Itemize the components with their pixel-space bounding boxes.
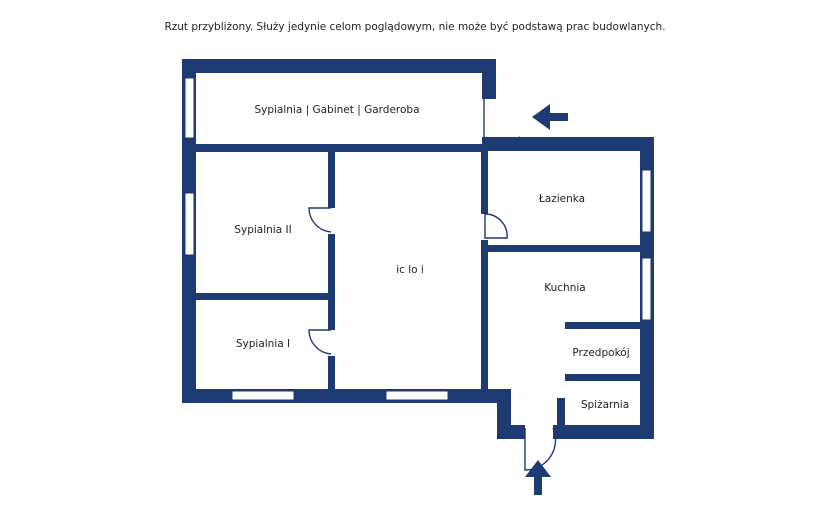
- wall-living-right-a: [481, 150, 488, 214]
- doors: [308, 99, 557, 471]
- wall-bottom: [182, 389, 500, 403]
- wall-mid-right-top: [482, 137, 654, 151]
- door-bedroom1: [308, 329, 332, 355]
- window-living: [385, 390, 449, 401]
- wall-between-bedrooms: [196, 293, 330, 300]
- wall-hall-bottom: [565, 374, 643, 381]
- label-bedroom-2: Sypialnia II: [234, 224, 291, 236]
- window-bathroom: [641, 169, 652, 233]
- window-bedroom2: [184, 192, 195, 256]
- wall-pantry-left: [557, 398, 565, 428]
- label-bedroom-office: Sypialnia | Gabinet | Garderoba: [254, 104, 419, 116]
- windows: [184, 77, 652, 401]
- label-bathroom: Łazienka: [538, 193, 585, 205]
- wall-under-upper-room: [196, 144, 482, 152]
- wall-entrance-bottom-right: [553, 425, 654, 439]
- wall-bedroom1-right: [328, 356, 335, 391]
- wall-entrance-bottom-left: [497, 425, 525, 439]
- interior-walls: [196, 144, 643, 428]
- window-kitchen: [641, 257, 652, 321]
- door-bedroom2: [308, 207, 332, 233]
- label-living: ic lo i: [396, 264, 424, 276]
- wall-upper-right: [482, 59, 496, 99]
- disclaimer-text: Rzut przybliżony. Służy jedynie celom po…: [164, 21, 666, 33]
- door-entrance: [524, 427, 557, 471]
- window-upper-left: [184, 77, 195, 139]
- wall-bath-kitchen: [486, 245, 642, 252]
- wall-living-right-b: [481, 240, 488, 390]
- wall-top: [182, 59, 496, 73]
- wall-bedroom2-right-b: [328, 234, 335, 330]
- door-bathroom: [484, 213, 508, 239]
- arrow-left-icon: [532, 104, 568, 130]
- label-kitchen: Kuchnia: [544, 282, 585, 294]
- label-pantry: Spiżarnia: [581, 399, 629, 411]
- wall-bedroom2-right-a: [328, 150, 335, 208]
- label-hallway: Przedpokój: [572, 347, 629, 359]
- window-bedroom1: [231, 390, 295, 401]
- label-bedroom-1: Sypialnia I: [236, 338, 290, 350]
- wall-hall-top: [565, 322, 643, 329]
- door-upper-room: [483, 99, 521, 143]
- arrow-up-icon: [525, 460, 551, 495]
